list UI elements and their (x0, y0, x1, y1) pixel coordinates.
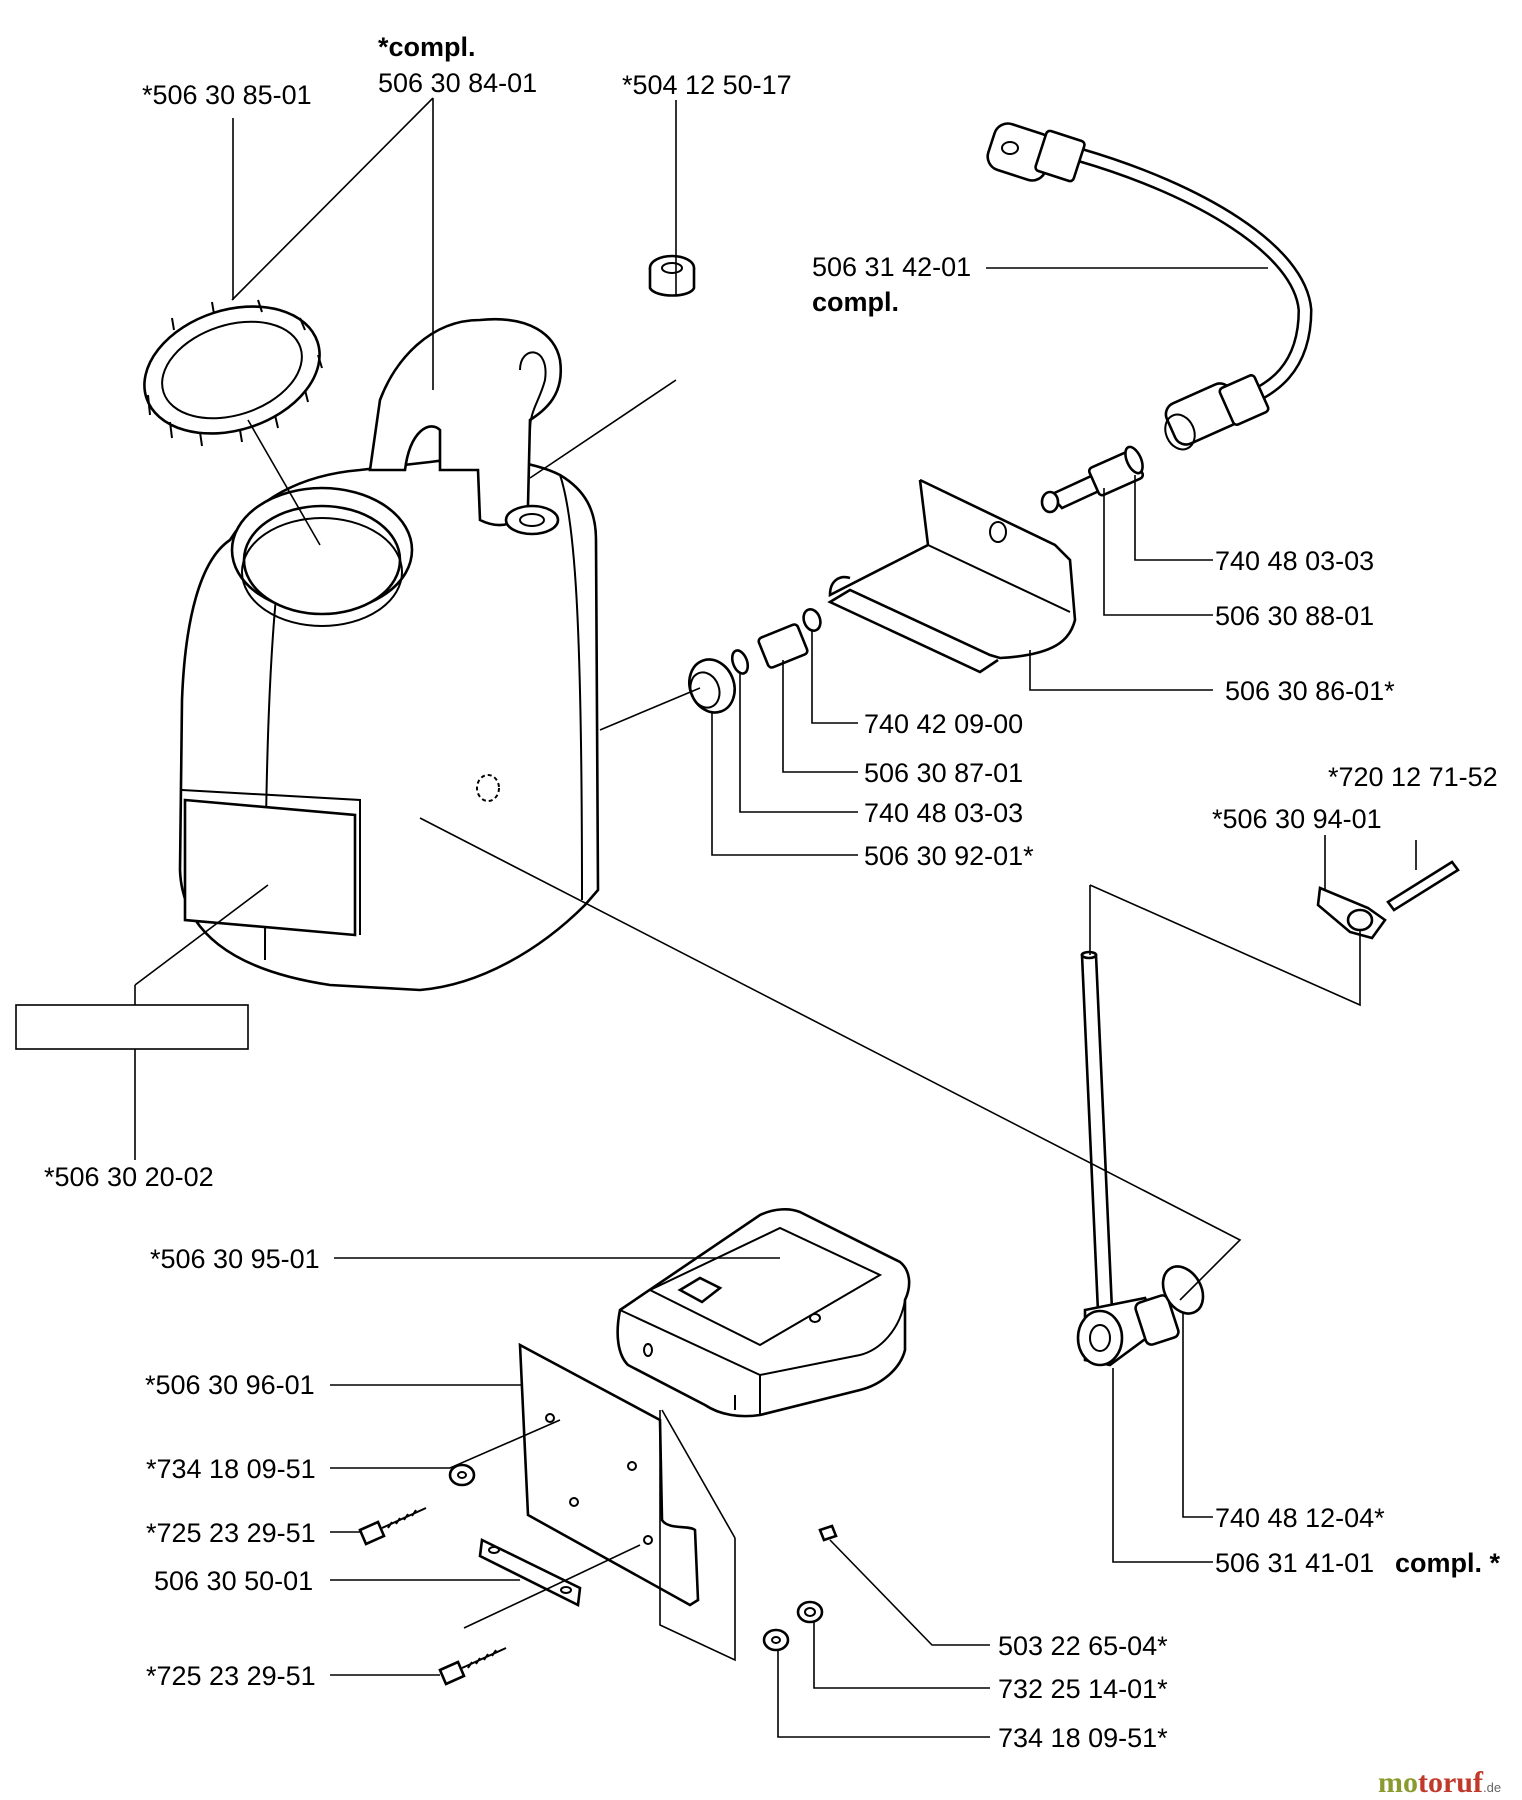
hardware-parts (358, 1463, 838, 1686)
decal-box (15, 1004, 249, 1050)
watermark-logo: motoruf.de (1378, 1766, 1501, 1799)
wing-screw-part (1316, 860, 1460, 940)
label-tank: 506 30 84-01 (378, 68, 537, 98)
label-oring-valve: 740 48 12-04* (1215, 1503, 1385, 1533)
label-oring-right: 740 48 03-03 (1215, 546, 1374, 576)
label-nut-hex: 732 25 14-01* (998, 1674, 1168, 1704)
suction-tube-part (1080, 950, 1114, 1314)
label-plate: *506 30 96-01 (145, 1370, 315, 1400)
nipple-right-part (1040, 445, 1145, 514)
label-pin: *720 12 71-52 (1328, 762, 1498, 792)
tank-part (178, 317, 600, 992)
label-washer2: 734 18 09-51* (998, 1723, 1168, 1753)
left-fittings-part (688, 608, 822, 714)
vent-plug-part (648, 254, 696, 297)
bracket-part (827, 478, 1077, 674)
label-decal: *506 30 20-02 (44, 1162, 214, 1192)
label-strip: 506 30 50-01 (154, 1566, 313, 1596)
label-nipple-left: 506 30 87-01 (864, 758, 1023, 788)
cap-part (143, 299, 323, 447)
label-vent: *504 12 50-17 (622, 70, 792, 100)
plate-part (518, 1342, 700, 1607)
label-nipple-right: 506 30 88-01 (1215, 601, 1374, 631)
leader-lines (134, 97, 1417, 1738)
label-cap: *506 30 85-01 (142, 80, 312, 110)
label-nut-square: 503 22 65-04* (998, 1631, 1168, 1661)
tank-plug-mark (476, 774, 500, 802)
label-valve-compl: compl. * (1395, 1548, 1501, 1578)
label-bracket: 506 30 86-01* (1225, 676, 1395, 706)
hose-part (986, 122, 1313, 451)
box-part (616, 1208, 911, 1418)
label-wing: *506 30 94-01 (1212, 804, 1382, 834)
label-oring-left: 740 48 03-03 (864, 798, 1023, 828)
label-screw1: *725 23 29-51 (146, 1518, 316, 1548)
valve-part (1076, 1294, 1180, 1367)
label-tank-compl: *compl. (378, 32, 476, 62)
label-hose: 506 31 42-01 (812, 252, 971, 282)
svg-text:motoruf.de: motoruf.de (1378, 1766, 1501, 1799)
label-washer1: *734 18 09-51 (146, 1454, 316, 1484)
label-hose-compl: compl. (812, 287, 899, 317)
label-screw2: *725 23 29-51 (146, 1661, 316, 1691)
label-box: *506 30 95-01 (150, 1244, 320, 1274)
label-nut-large: 506 30 92-01* (864, 841, 1034, 871)
label-oring-small: 740 42 09-00 (864, 709, 1023, 739)
label-valve: 506 31 41-01 (1215, 1548, 1374, 1578)
